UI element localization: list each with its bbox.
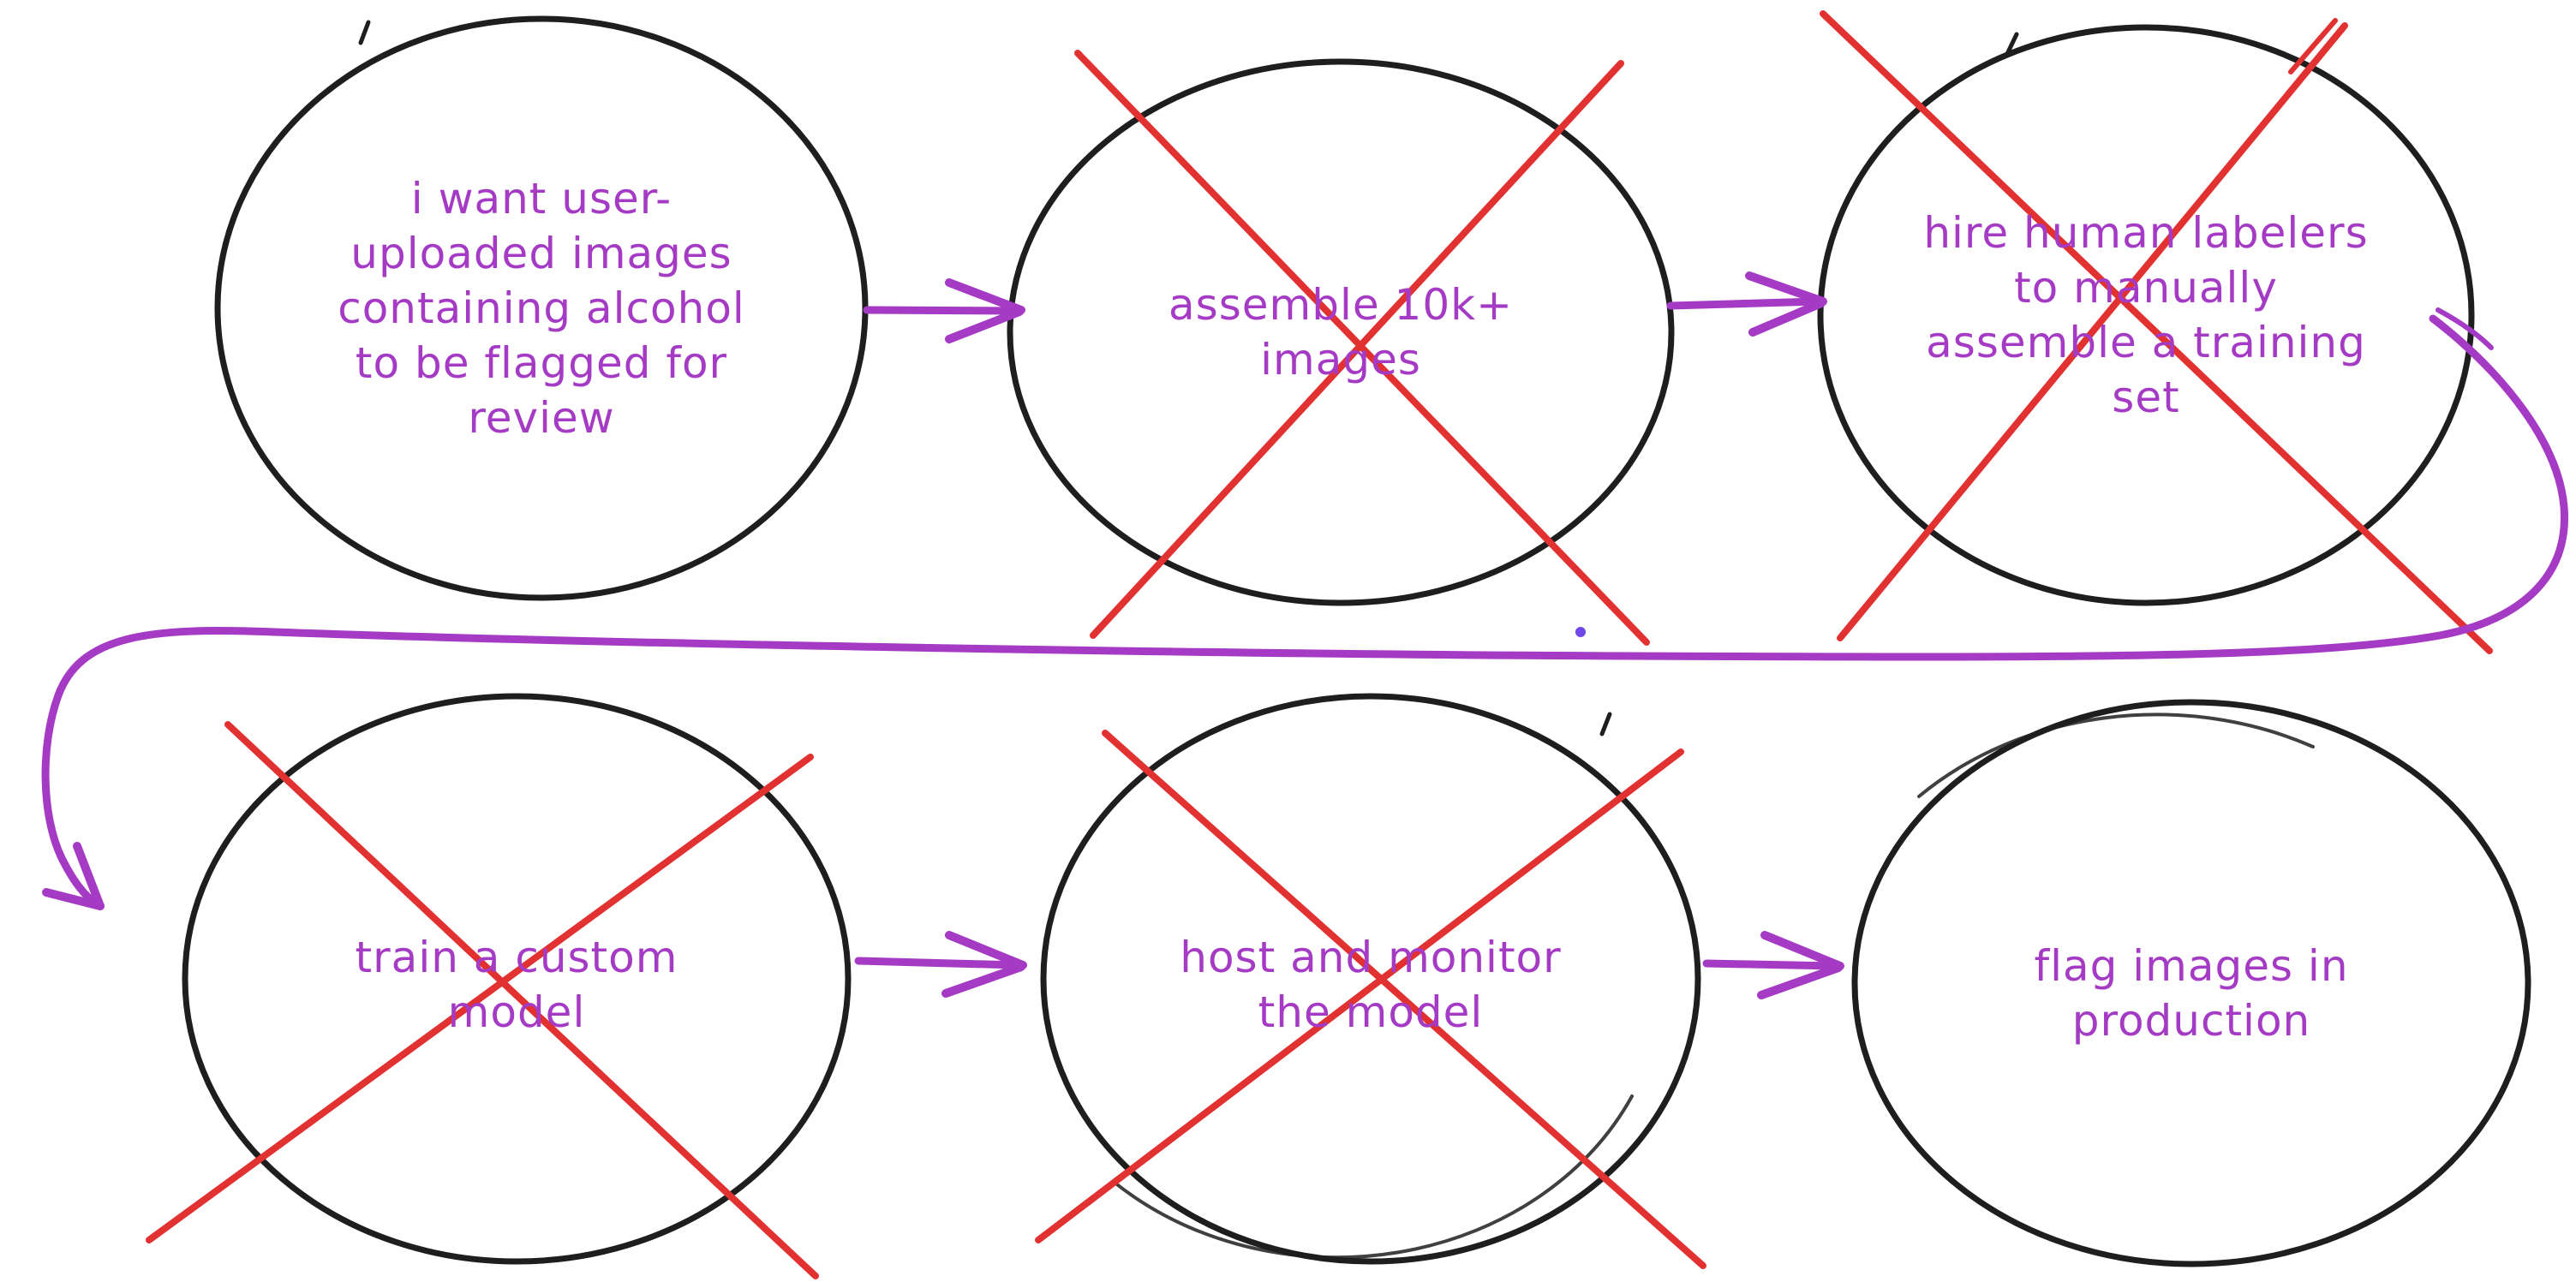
label-line: train a custom	[355, 933, 678, 982]
label-line: i want user-	[410, 174, 672, 224]
label-line: model	[447, 987, 586, 1037]
pen-tick	[2005, 32, 2019, 57]
label-line: review	[468, 393, 615, 443]
label-line: uploaded images	[350, 229, 732, 278]
cross-out-host-monitor	[1035, 730, 1706, 1269]
label-line: production	[2071, 996, 2311, 1046]
sketch-overstroke	[1917, 713, 2315, 798]
node-label-flag-production[interactable]: flag images in production	[1892, 814, 2491, 1173]
sketch-overstroke	[238, 695, 524, 824]
label-line: host and monitor	[1180, 933, 1562, 982]
cross-out-hire-labelers	[1820, 10, 2493, 654]
ink-dot	[1575, 627, 1586, 637]
node-ellipse-host-monitor[interactable]	[1040, 693, 1701, 1265]
label-line: images	[1260, 335, 1421, 385]
pen-tick	[1599, 712, 1612, 736]
label-line: to manually	[2014, 263, 2278, 313]
label-line: set	[2112, 373, 2180, 422]
node-label-host-monitor[interactable]: host and monitor the model	[1071, 805, 1671, 1165]
node-label-train-model[interactable]: train a custom model	[217, 805, 816, 1165]
label-line: flag images in	[2034, 941, 2349, 991]
arrow-assemble-to-hire[interactable]	[1666, 271, 1827, 337]
cross-out-assemble-images	[1074, 50, 1650, 646]
node-label-hire-labelers[interactable]: hire human labelers to manually assemble…	[1846, 135, 2446, 495]
label-line: to be flagged for	[355, 338, 728, 388]
node-ellipse-flag-production[interactable]	[1851, 699, 2531, 1267]
label-line: hire human labelers	[1923, 208, 2369, 258]
arrow-host-to-flag[interactable]	[1702, 931, 1844, 999]
sketch-overstroke	[1112, 1094, 1634, 1260]
pen-tick	[358, 20, 371, 45]
node-label-goal[interactable]: i want user- uploaded images containing …	[242, 128, 841, 488]
label-line: assemble a training	[1926, 318, 2366, 367]
arrow-train-to-host[interactable]	[854, 931, 1027, 998]
node-ellipse-hire-labelers[interactable]	[1817, 24, 2475, 606]
label-line: containing alcohol	[338, 283, 745, 333]
cross-out-train-model	[146, 721, 819, 1279]
label-line: the model	[1258, 987, 1484, 1037]
arrow-hire-to-train-curved[interactable]	[41, 307, 2569, 910]
node-ellipse-assemble-images[interactable]	[1007, 58, 1675, 606]
node-label-assemble-images[interactable]: assemble 10k+ images	[1041, 152, 1641, 512]
arrow-goal-to-assemble[interactable]	[863, 278, 1025, 343]
label-line: assemble 10k+	[1168, 280, 1513, 330]
